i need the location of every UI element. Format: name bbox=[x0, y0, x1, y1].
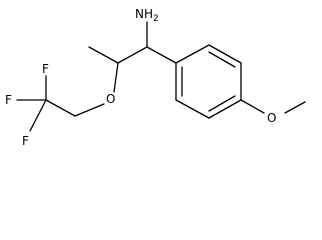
ring-bond-5 bbox=[175, 99, 210, 119]
fluorine-label-left: F bbox=[5, 93, 12, 107]
bond-c2-o bbox=[113, 62, 119, 93]
amine-subscript: 2 bbox=[153, 14, 159, 24]
ring-bond-1 bbox=[175, 44, 210, 64]
bond-ring-o bbox=[240, 99, 265, 114]
methoxy-oxygen-label: O bbox=[267, 111, 276, 125]
fluorine-label-bottom: F bbox=[22, 134, 29, 148]
bond-c-f-bottom bbox=[29, 99, 47, 132]
ether-oxygen-label: O bbox=[106, 92, 115, 106]
ring-double-2 bbox=[208, 95, 236, 112]
bond-c1-c2 bbox=[117, 46, 148, 64]
molecule-structure: NH2 O O F F F bbox=[5, 7, 306, 148]
bond-o-methyl bbox=[284, 101, 306, 114]
bond-layer bbox=[16, 21, 306, 132]
bond-ch2-cf3 bbox=[45, 99, 76, 117]
ring-bond-4 bbox=[208, 99, 242, 119]
fluorine-label-top: F bbox=[42, 62, 49, 76]
ring-bond-2 bbox=[208, 44, 242, 64]
bond-o-ch2 bbox=[74, 103, 105, 117]
bond-c2-methyl bbox=[88, 46, 119, 64]
amine-label: NH2 bbox=[135, 7, 159, 24]
ring-double-1 bbox=[208, 51, 236, 68]
bond-c1-ring bbox=[146, 46, 177, 64]
